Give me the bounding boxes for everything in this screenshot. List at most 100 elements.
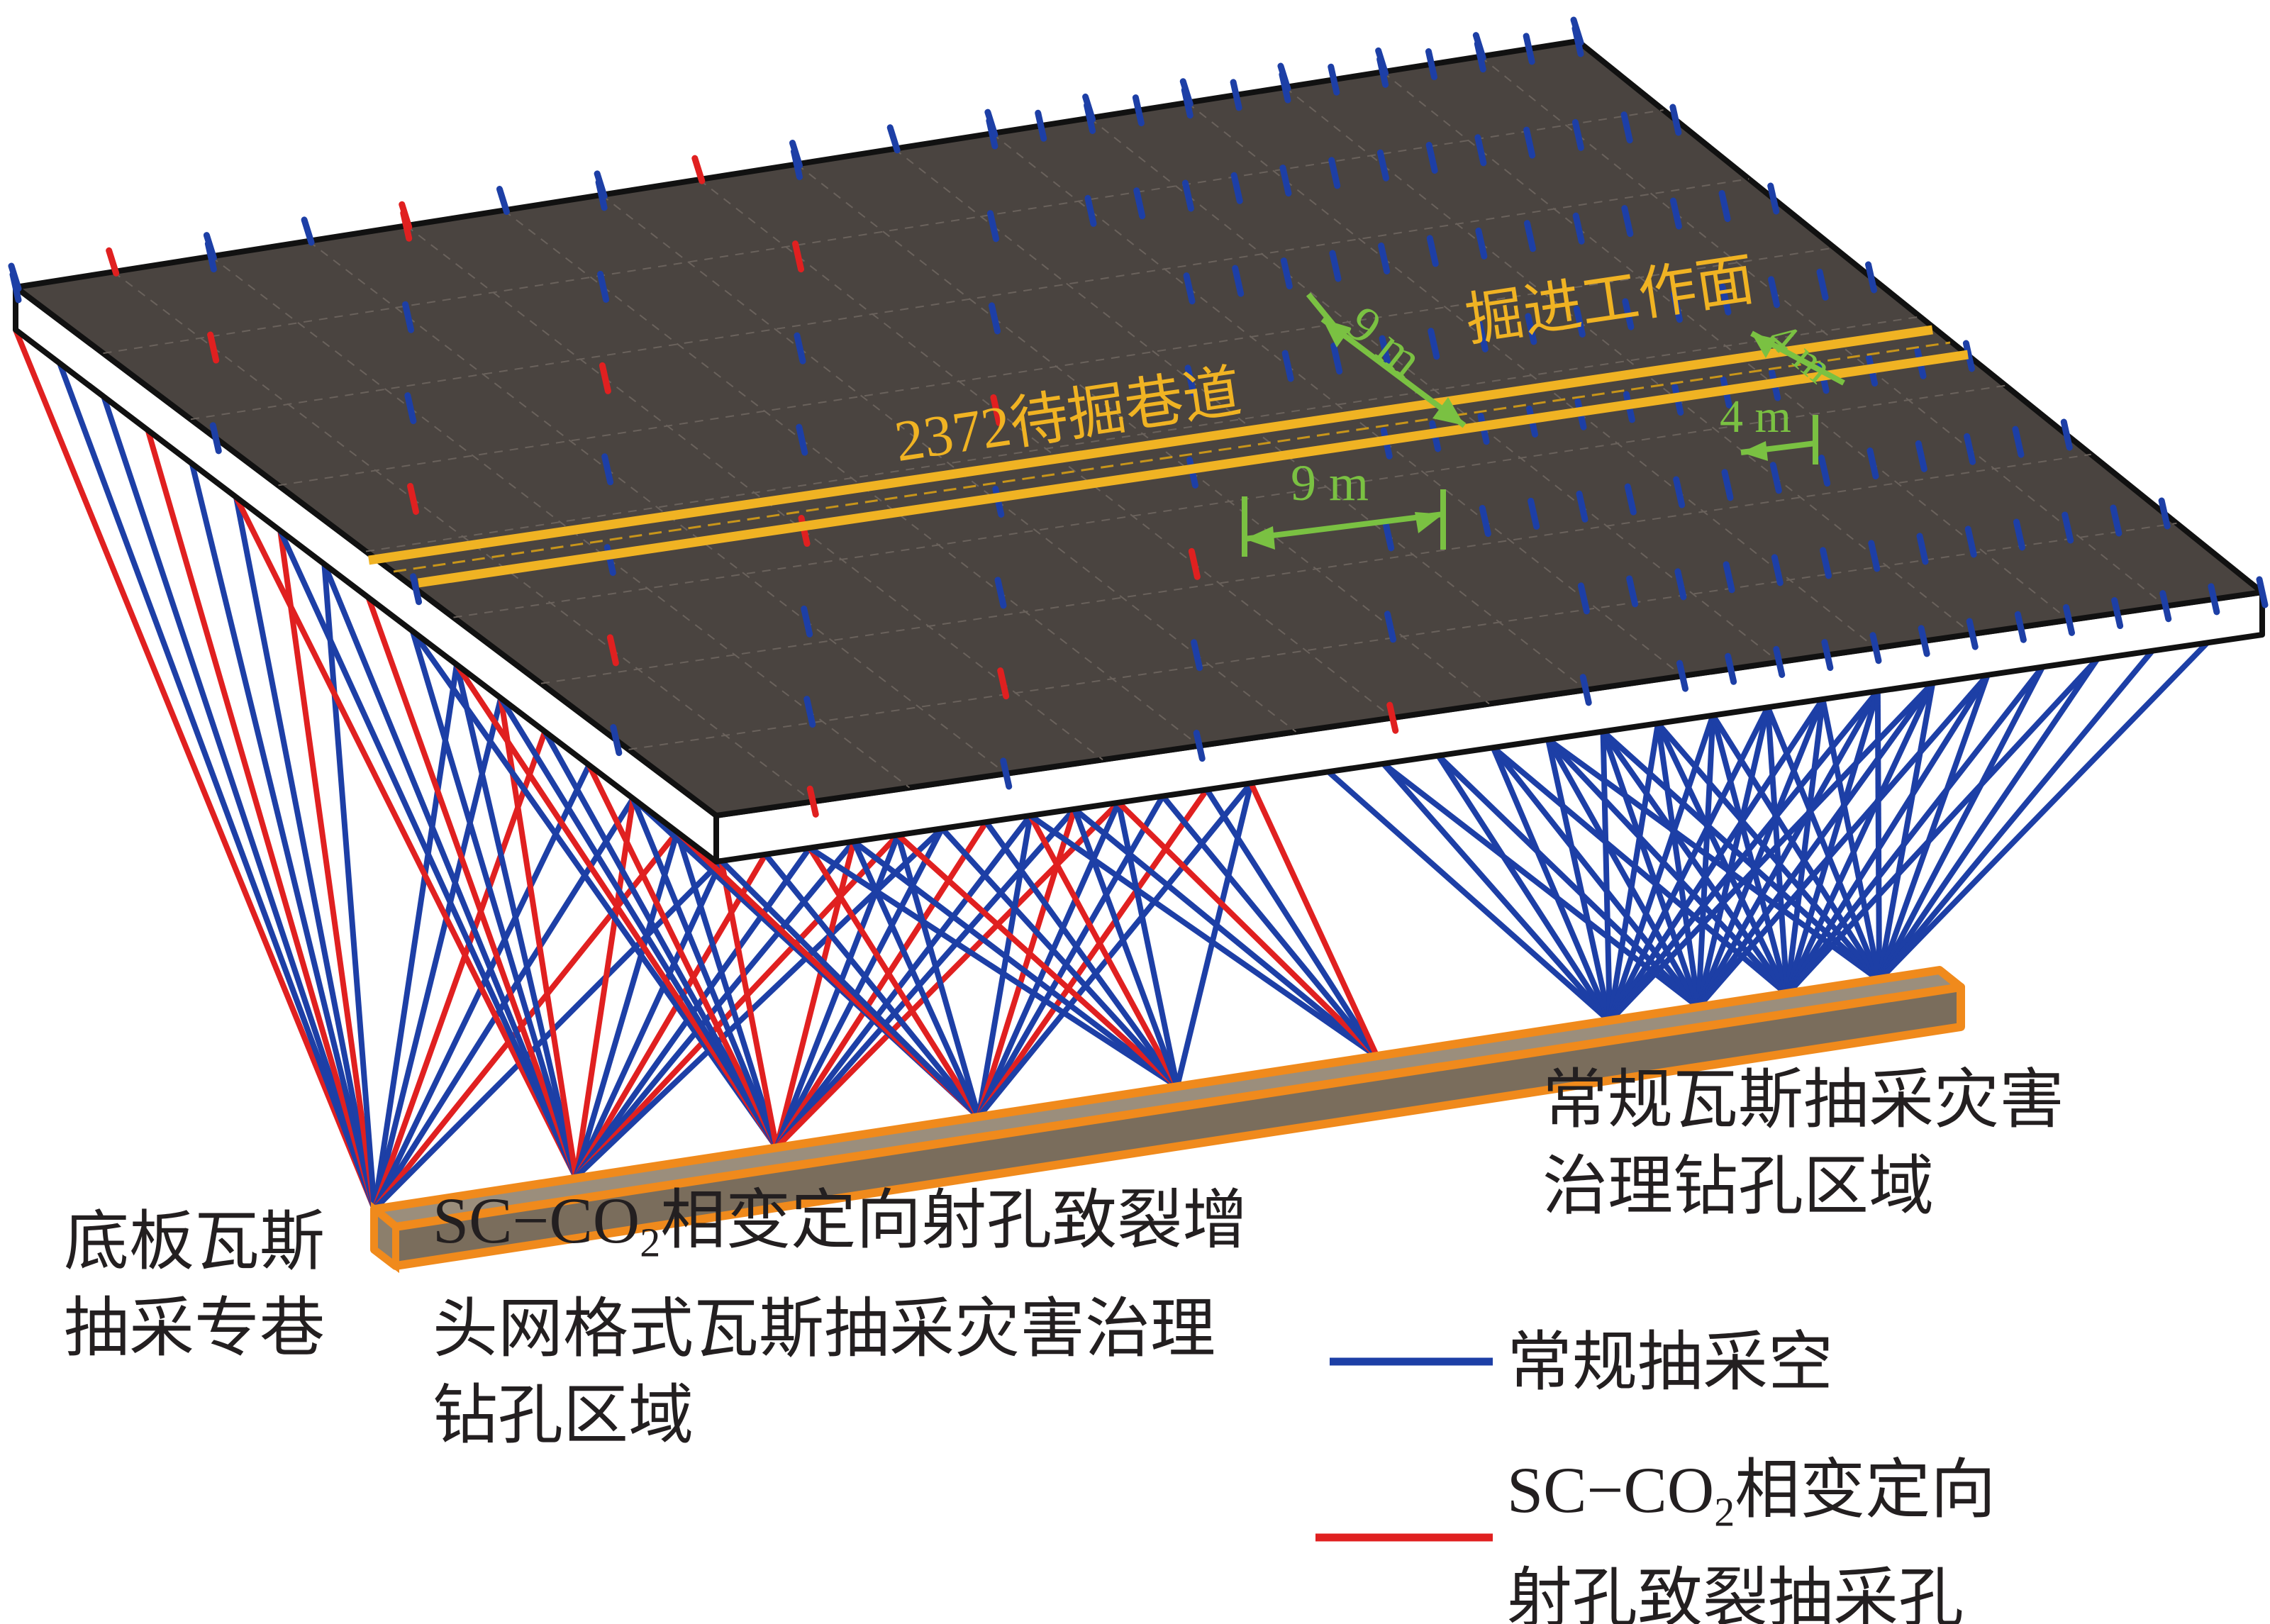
sc-co2-hole-marker [207, 331, 220, 364]
grid-line [540, 453, 2091, 684]
conventional-hole-marker [1673, 476, 1686, 508]
conventional-borehole [410, 629, 779, 1150]
grid-line [894, 148, 1586, 691]
sc-co2-borehole [896, 833, 1179, 1089]
conventional-borehole [976, 815, 1033, 1118]
conventional-hole-marker [610, 724, 623, 757]
conventional-borehole [1877, 640, 2210, 982]
sc-co2-borehole [1248, 782, 1380, 1058]
conventional-hole-marker [803, 696, 816, 728]
conventional-borehole [1655, 721, 1882, 982]
sc-co2-borehole [1116, 800, 1379, 1059]
conventional-hole-marker [1869, 632, 1882, 664]
conventional-hole-marker [1378, 242, 1391, 274]
conventional-hole-marker [1966, 618, 1979, 650]
conventional-borehole [1326, 769, 1612, 1023]
roadway-line-upper [368, 325, 1933, 565]
conventional-hole-marker [1428, 328, 1440, 360]
conventional-borehole [1876, 657, 2100, 982]
dim-9m-horizontal-text: 9 m [1291, 455, 1369, 511]
conventional-hole-marker [2012, 426, 2025, 458]
conventional-hole-marker [2060, 418, 2073, 451]
conventional-hole-marker [2062, 511, 2074, 544]
conventional-borehole [774, 833, 901, 1149]
grid-line [210, 255, 911, 789]
conventional-borehole [1160, 794, 1380, 1059]
conventional-hole-marker [1573, 305, 1586, 338]
conventional-borehole [1601, 729, 1881, 982]
conventional-borehole [1784, 699, 1826, 995]
grid-line [365, 316, 1920, 552]
legend-sc-co2-label: SC−CO2相变定向 射孔致裂抽采孔 [1507, 1447, 1996, 1624]
conventional-borehole [1028, 813, 1379, 1060]
conventional-hole-marker [789, 140, 803, 169]
conventional-hole-marker [1524, 220, 1537, 252]
conventional-hole-marker [1624, 483, 1637, 516]
conventional-hole-marker [1674, 568, 1687, 601]
conventional-hole-marker [1718, 190, 1731, 223]
arrowhead [1432, 397, 1464, 426]
conventional-borehole [1784, 673, 1991, 996]
conventional-hole-marker [1821, 639, 1834, 672]
conventional-hole-marker [1572, 212, 1585, 245]
grid-line [308, 240, 1007, 774]
conventional-borehole [1655, 723, 1701, 1008]
sc-co2-hole-marker [399, 201, 413, 230]
sc-co2-borehole [574, 833, 901, 1179]
grid-line [628, 522, 2177, 750]
legend-conventional-label: 常规抽采空 [1507, 1319, 1833, 1406]
conventional-hole-marker [2111, 597, 2124, 630]
conventional-borehole [808, 845, 1179, 1089]
conventional-borehole [774, 827, 945, 1149]
conventional-hole-marker [984, 109, 998, 138]
sc-co2-region-line2: 头网格式瓦斯抽采灾害治理 [433, 1293, 1216, 1366]
conventional-hole-marker [1769, 462, 1782, 494]
conventional-borehole [1696, 706, 1771, 1008]
sc-co2-hole-marker [1386, 701, 1399, 734]
conventional-hole-marker [1232, 265, 1245, 297]
conventional-hole-marker [594, 170, 608, 200]
conventional-hole-marker [1475, 227, 1488, 260]
conventional-hole-marker [1962, 340, 1975, 372]
conventional-borehole [321, 563, 579, 1179]
conventional-borehole [630, 797, 779, 1149]
conventional-borehole [1435, 754, 1613, 1023]
roadway-centerline [393, 341, 1951, 573]
conventional-borehole [1490, 746, 1613, 1023]
conventional-borehole [1491, 745, 1789, 997]
conventional-hole-marker [1376, 149, 1389, 182]
conventional-hole-marker [1384, 611, 1396, 643]
conventional-hole-marker [1476, 320, 1489, 352]
conventional-borehole [1874, 691, 1882, 981]
surface-grid [103, 55, 2177, 803]
conventional-hole-marker [1183, 272, 1196, 305]
conventional-borehole [1696, 715, 1716, 1008]
conventional-borehole [542, 730, 779, 1149]
conventional-hole-marker [1382, 519, 1395, 552]
grid-line [1284, 87, 1973, 635]
conventional-hole-marker [2063, 604, 2075, 636]
conventional-borehole [1784, 665, 2045, 996]
conventional-borehole [976, 801, 1122, 1118]
conventional-hole-marker [1964, 433, 1976, 465]
floor-roadway-end [371, 1201, 399, 1274]
conventional-hole-marker [1767, 182, 1780, 215]
hole-marker-group [8, 16, 2269, 818]
conventional-hole-marker [1865, 261, 1878, 294]
arrowhead [1415, 512, 1443, 533]
conventional-borehole [1381, 761, 1701, 1010]
conventional-hole-marker [1866, 447, 1879, 480]
conventional-borehole [409, 630, 579, 1179]
sc-co2-hole-marker [407, 482, 419, 515]
conventional-borehole [372, 697, 504, 1210]
conventional-hole-marker [1670, 291, 1683, 323]
borehole-group [13, 328, 2210, 1211]
conventional-hole-marker [1723, 561, 1735, 594]
sc-co2-borehole [774, 800, 1121, 1150]
conventional-hole-marker [1768, 276, 1780, 308]
conventional-borehole [1710, 713, 1882, 982]
conventional-hole-marker [1916, 533, 1929, 565]
sc-co2-borehole [1028, 814, 1180, 1088]
conventional-hole-marker [994, 577, 1007, 609]
